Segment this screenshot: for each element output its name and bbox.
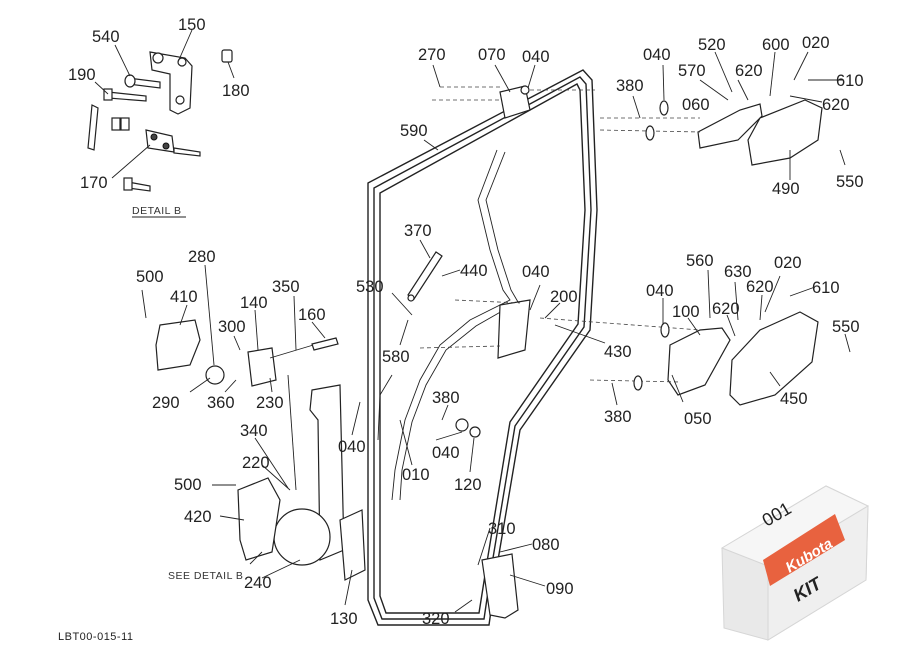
upper-hinge-070 [499, 85, 531, 119]
callout-040: 040 [522, 48, 550, 66]
callout-540: 540 [92, 28, 120, 46]
callout-040: 040 [643, 46, 671, 64]
callout-450: 450 [780, 390, 808, 408]
callout-490: 490 [772, 180, 800, 198]
callout-610: 610 [812, 279, 840, 297]
callout-340: 340 [240, 422, 268, 440]
callout-040: 040 [432, 444, 460, 462]
callout-530: 530 [356, 278, 384, 296]
callout-550: 550 [832, 318, 860, 336]
callout-020: 020 [774, 254, 802, 272]
callout-040: 040 [646, 282, 674, 300]
callout-140: 140 [240, 294, 268, 312]
drawing-code: LBT00-015-11 [58, 631, 134, 643]
callout-060: 060 [682, 96, 710, 114]
callout-380: 380 [432, 389, 460, 407]
detail-b-title: DETAIL B [132, 205, 182, 217]
callout-090: 090 [546, 580, 574, 598]
outer-handle-090 [481, 553, 519, 619]
callout-590: 590 [400, 122, 428, 140]
callout-500: 500 [174, 476, 202, 494]
washer-040-lower [660, 322, 670, 338]
callout-620: 620 [735, 62, 763, 80]
callout-620: 620 [746, 278, 774, 296]
callout-040: 040 [522, 263, 550, 281]
callout-620: 620 [712, 300, 740, 318]
callout-130: 130 [330, 610, 358, 628]
callout-170: 170 [80, 174, 108, 192]
callout-240: 240 [244, 574, 272, 592]
bracket-050 [667, 327, 731, 396]
callout-160: 160 [298, 306, 326, 324]
callout-380: 380 [604, 408, 632, 426]
callout-300: 300 [218, 318, 246, 336]
callout-520: 520 [698, 36, 726, 54]
callout-010: 010 [402, 466, 430, 484]
callout-370: 370 [404, 222, 432, 240]
callout-570: 570 [678, 62, 706, 80]
lock-assembly [155, 319, 366, 581]
cover-490 [747, 99, 823, 166]
callout-550: 550 [836, 173, 864, 191]
callout-440: 440 [460, 262, 488, 280]
callout-290: 290 [152, 394, 180, 412]
callout-230: 230 [256, 394, 284, 412]
callout-080: 080 [532, 536, 560, 554]
detail-b-assembly [87, 29, 235, 192]
washer-040 [455, 418, 469, 432]
see-detail-b-note: SEE DETAIL B [168, 570, 243, 582]
callout-630: 630 [724, 263, 752, 281]
callout-350: 350 [272, 278, 300, 296]
callout-380: 380 [616, 77, 644, 95]
callout-360: 360 [207, 394, 235, 412]
callout-200: 200 [550, 288, 578, 306]
lower-hinge-plate [497, 299, 531, 359]
washer-040-upper [659, 100, 669, 116]
callout-620: 620 [822, 96, 850, 114]
callout-270: 270 [418, 46, 446, 64]
callout-610: 610 [836, 72, 864, 90]
damper-370 [407, 251, 443, 302]
leader-lines [141, 51, 851, 613]
callout-410: 410 [170, 288, 198, 306]
door-tube-frame [377, 149, 519, 501]
callout-220: 220 [242, 454, 270, 472]
callout-310: 310 [488, 520, 516, 538]
assembly-axis-lines [419, 86, 701, 383]
callout-150: 150 [178, 16, 206, 34]
callout-050: 050 [684, 410, 712, 428]
callout-020: 020 [802, 34, 830, 52]
callout-190: 190 [68, 66, 96, 84]
callout-580: 580 [382, 348, 410, 366]
callout-070: 070 [478, 46, 506, 64]
callout-100: 100 [672, 303, 700, 321]
callout-040: 040 [338, 438, 366, 456]
callout-180: 180 [222, 82, 250, 100]
callout-280: 280 [188, 248, 216, 266]
washer-120 [469, 426, 481, 438]
cover-450 [729, 311, 819, 406]
door-glass-frame [367, 69, 598, 626]
callout-430: 430 [604, 343, 632, 361]
callout-420: 420 [184, 508, 212, 526]
bracket-060 [697, 103, 763, 149]
callout-120: 120 [454, 476, 482, 494]
callout-500: 500 [136, 268, 164, 286]
kubota-kit-box: 001 Kubota KIT [720, 485, 870, 641]
callout-560: 560 [686, 252, 714, 270]
callout-600: 600 [762, 36, 790, 54]
callout-320: 320 [422, 610, 450, 628]
callout-labels: 540 150 190 180 170 270 070 040 590 040 … [68, 16, 864, 628]
